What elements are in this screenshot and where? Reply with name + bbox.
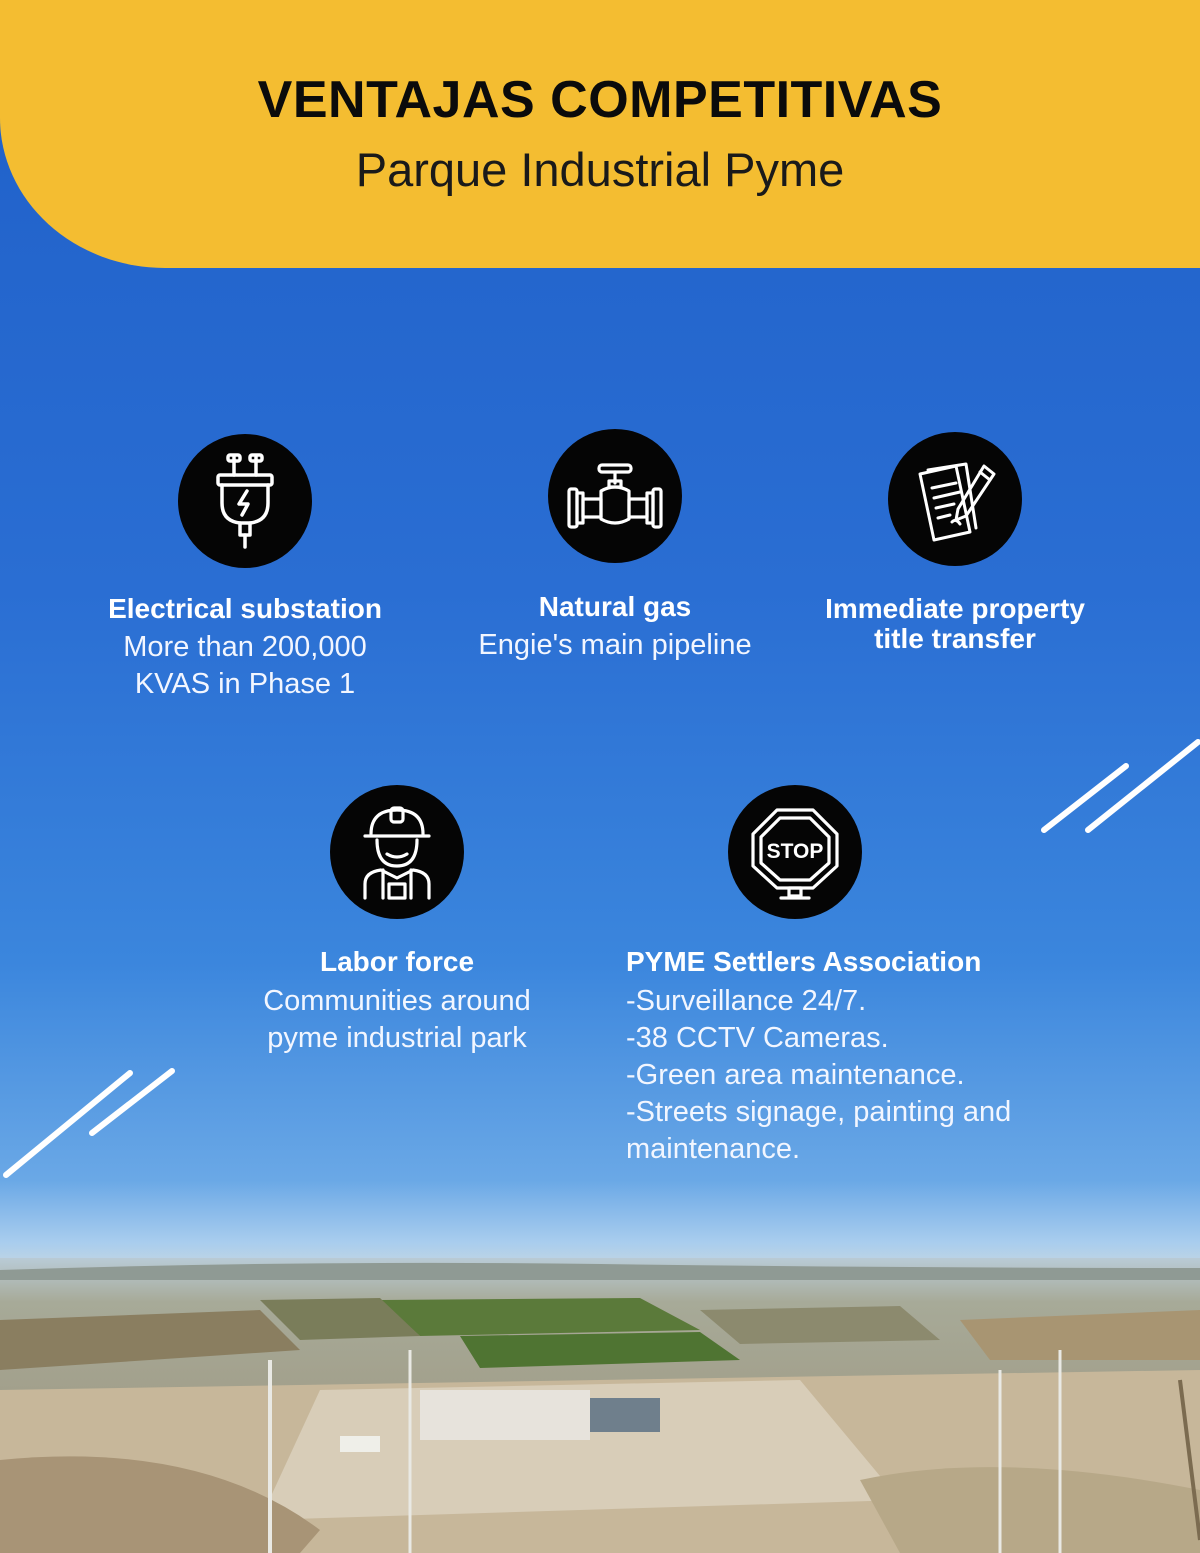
feature-list-item: -38 CCTV Cameras.: [626, 1022, 889, 1054]
feature-title: Electrical substation: [108, 593, 382, 624]
feature-electrical-substation: Electrical substation More than 200,000 …: [85, 434, 405, 703]
feature-list-item: -Streets signage, painting and: [626, 1096, 1012, 1128]
feature-title: Natural gas: [538, 591, 692, 622]
feature-list-item: -Green area maintenance.: [626, 1059, 965, 1091]
feature-title: PYME Settlers Association: [626, 946, 982, 977]
document-pen-icon: [888, 432, 1022, 566]
feature-description-line: More than 200,000: [123, 631, 367, 663]
stop-sign-icon: STOP: [728, 785, 862, 919]
gas-valve-pipe-icon: [548, 429, 682, 563]
feature-title-line: Immediate property: [825, 593, 1085, 624]
page-title: VENTAJAS COMPETITIVAS: [257, 71, 943, 129]
decorative-stripes-left: [3, 1068, 175, 1178]
feature-description-line: KVAS in Phase 1: [134, 668, 356, 700]
feature-property-title-transfer: Immediate property title transfer: [795, 432, 1115, 654]
decorative-stripes-right: [1041, 739, 1200, 833]
feature-description-line: Engie's main pipeline: [478, 629, 752, 661]
stop-sign-text: STOP: [767, 840, 824, 863]
feature-list-item: -Surveillance 24/7.: [626, 985, 867, 1017]
electric-plug-icon: [178, 434, 312, 568]
feature-natural-gas: Natural gas Engie's main pipeline: [455, 429, 775, 664]
feature-description-line: pyme industrial park: [267, 1022, 527, 1054]
feature-title: Labor force: [319, 946, 475, 977]
feature-title-line: title transfer: [874, 623, 1036, 654]
worker-hardhat-icon: [330, 785, 464, 919]
feature-description-line: Communities around: [263, 985, 531, 1017]
feature-labor-force: Labor force Communities around pyme indu…: [237, 785, 557, 1057]
feature-list-item: maintenance.: [626, 1133, 801, 1165]
header-banner: VENTAJAS COMPETITIVAS Parque Industrial …: [0, 0, 1200, 268]
feature-pyme-settlers-association: STOP PYME Settlers Association -Surveill…: [626, 785, 1106, 1168]
aerial-landscape-photo: [0, 1258, 1200, 1553]
page-subtitle: Parque Industrial Pyme: [355, 143, 845, 196]
